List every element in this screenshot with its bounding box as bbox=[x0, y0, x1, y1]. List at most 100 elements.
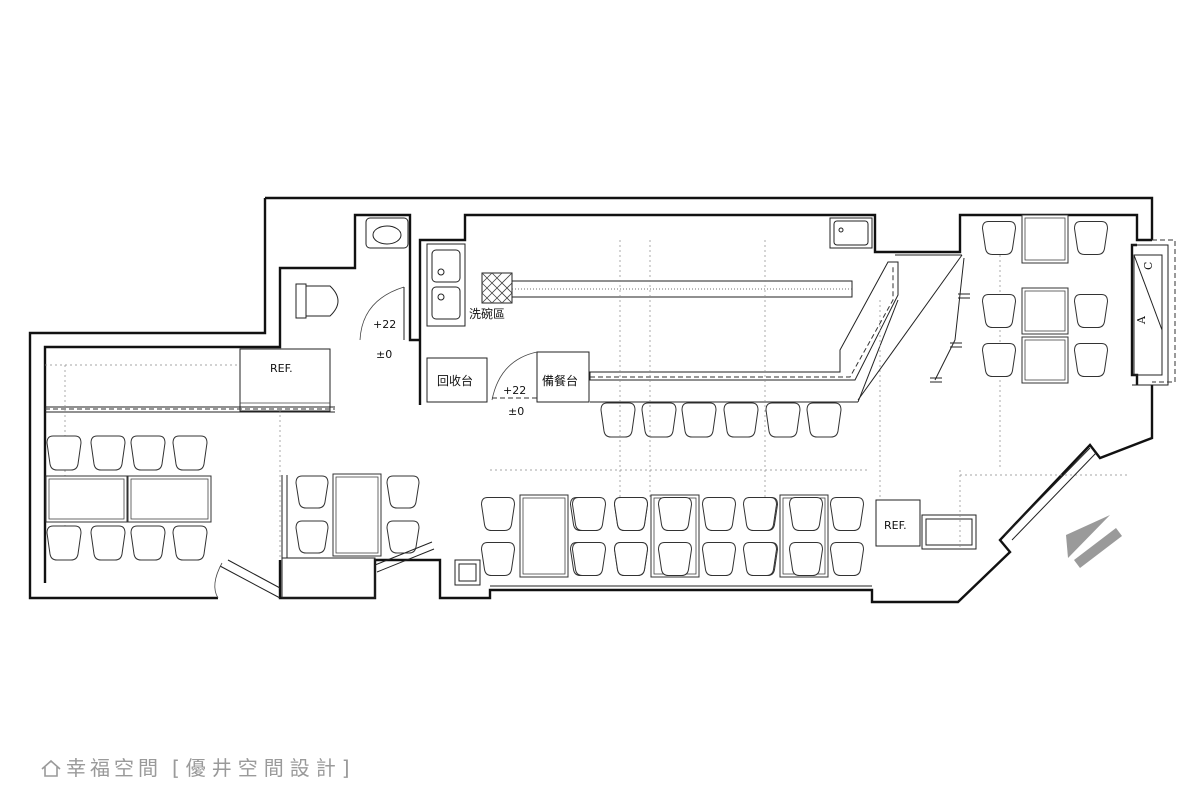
chair bbox=[981, 294, 1017, 328]
chair bbox=[981, 221, 1017, 255]
level-plus-1: +22 bbox=[373, 318, 396, 331]
table bbox=[1021, 336, 1069, 384]
left-door-swing bbox=[214, 562, 223, 599]
chair bbox=[295, 475, 329, 509]
direction-bar-icon bbox=[1074, 528, 1122, 568]
front-counter bbox=[589, 261, 899, 381]
chair bbox=[613, 497, 649, 531]
middle-dining-area bbox=[281, 240, 881, 599]
right-cabinet bbox=[921, 514, 977, 550]
chair bbox=[172, 435, 208, 471]
bar-edge bbox=[857, 299, 899, 403]
house-outline-icon bbox=[41, 759, 61, 777]
prep-counter bbox=[536, 351, 590, 403]
middle-grid bbox=[490, 240, 881, 500]
level-plus-2: +22 bbox=[503, 384, 526, 397]
middle-door bbox=[374, 541, 435, 573]
chair bbox=[657, 497, 693, 531]
right-tables-group bbox=[981, 214, 1109, 384]
bar-stools-group bbox=[600, 402, 842, 438]
kitchen-wall bbox=[418, 213, 1152, 405]
direction-arrow-icon bbox=[1066, 515, 1110, 558]
chair bbox=[681, 402, 717, 438]
chair bbox=[386, 475, 420, 509]
partition-diagonal bbox=[857, 254, 963, 401]
table bbox=[127, 475, 212, 523]
chair bbox=[641, 402, 677, 438]
chair bbox=[90, 435, 126, 471]
kitchen-sink-bowl bbox=[833, 220, 869, 246]
front-counter-dash bbox=[590, 265, 894, 378]
left-grid bbox=[45, 364, 281, 560]
left-counter-rail bbox=[45, 406, 335, 413]
left-door bbox=[219, 559, 281, 599]
table bbox=[1021, 214, 1069, 264]
toilet-bowl bbox=[305, 285, 339, 317]
chair bbox=[130, 525, 166, 561]
dish-area-label: 洗碗區 bbox=[469, 306, 505, 321]
chair bbox=[386, 520, 420, 554]
sink-2-drain bbox=[437, 293, 445, 301]
kitchen-door-swing bbox=[491, 351, 538, 401]
chair bbox=[571, 542, 607, 576]
chair bbox=[765, 402, 801, 438]
chair bbox=[981, 343, 1017, 377]
chair bbox=[806, 402, 842, 438]
chair bbox=[480, 542, 516, 576]
chair bbox=[723, 402, 759, 438]
right-entry-dash bbox=[1152, 239, 1176, 383]
glass-partition-clips bbox=[930, 293, 970, 383]
marker-a: A bbox=[1135, 315, 1148, 325]
table-inset bbox=[48, 478, 125, 520]
refrigerator-left bbox=[239, 348, 331, 412]
chair bbox=[90, 525, 126, 561]
chair bbox=[742, 497, 778, 531]
table bbox=[519, 494, 569, 578]
pillar-box-inner bbox=[458, 563, 477, 582]
table bbox=[332, 473, 382, 557]
right-entry-frame bbox=[1132, 244, 1169, 386]
chair bbox=[657, 542, 693, 576]
entry-box bbox=[1133, 254, 1163, 376]
double-sink-cabinet bbox=[426, 243, 466, 327]
hatch-pattern bbox=[481, 272, 513, 304]
level-zero-1: ±0 bbox=[376, 348, 392, 361]
refrigerator-right bbox=[875, 499, 921, 547]
middle-tables-group bbox=[295, 473, 865, 578]
ref-right-label: REF. bbox=[884, 519, 907, 532]
table-inset bbox=[522, 497, 566, 575]
chair bbox=[600, 402, 636, 438]
chair bbox=[1073, 294, 1109, 328]
washbasin bbox=[365, 217, 409, 249]
chair bbox=[701, 497, 737, 531]
inner-wall-line bbox=[43, 213, 420, 583]
glass-partition bbox=[934, 257, 965, 381]
exterior-walls bbox=[28, 196, 1176, 604]
partition-screen bbox=[281, 475, 288, 558]
right-window bbox=[1004, 447, 1097, 541]
washbasin-bowl bbox=[372, 225, 402, 245]
chair bbox=[788, 542, 824, 576]
chair bbox=[295, 520, 329, 554]
table-inset bbox=[335, 476, 379, 554]
ref-left-label: REF. bbox=[270, 362, 293, 375]
chair bbox=[829, 497, 865, 531]
chair bbox=[571, 497, 607, 531]
chair bbox=[613, 542, 649, 576]
entry-ac: C A bbox=[1133, 254, 1163, 376]
kitchen-sink-drain bbox=[838, 227, 844, 233]
restroom-door-swing bbox=[359, 286, 405, 341]
sink-2 bbox=[431, 286, 461, 320]
level-zero-2: ±0 bbox=[508, 405, 524, 418]
entry-planter bbox=[281, 557, 376, 599]
chair bbox=[1073, 221, 1109, 255]
entry-diagonal bbox=[1133, 254, 1163, 331]
chair bbox=[788, 497, 824, 531]
table bbox=[1021, 287, 1069, 335]
chair bbox=[701, 542, 737, 576]
right-cabinet-inner bbox=[925, 518, 973, 546]
recycle-counter bbox=[426, 357, 488, 403]
chair bbox=[172, 525, 208, 561]
marker-c: C bbox=[1142, 262, 1155, 270]
